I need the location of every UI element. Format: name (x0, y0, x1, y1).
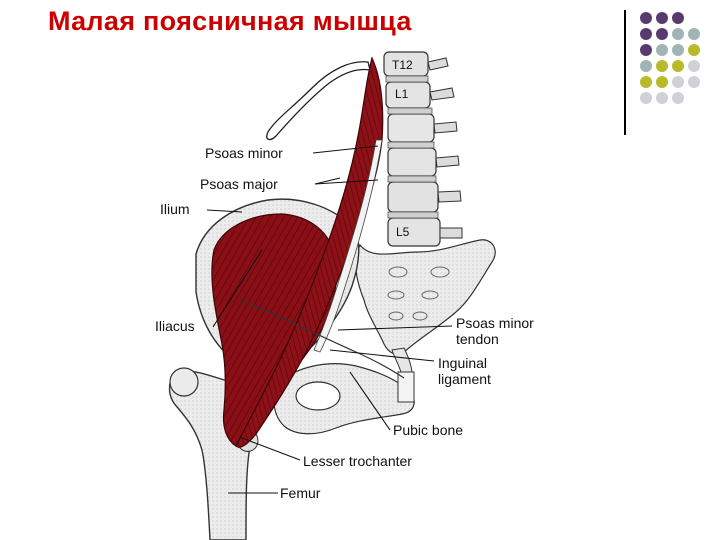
decor-dot (656, 12, 668, 24)
decor-dot (640, 60, 652, 72)
label-lesser-trochanter: Lesser trochanter (303, 453, 412, 469)
intervertebral-discs (385, 75, 439, 219)
decor-dot (640, 76, 652, 88)
label-inguinal-line2: ligament (438, 371, 491, 387)
transverse-processes (427, 57, 463, 239)
decor-dot (672, 92, 684, 104)
label-pubic-bone: Pubic bone (393, 422, 463, 438)
decor-dot (688, 28, 700, 40)
pelvic-bone-lower (273, 363, 415, 435)
psoas-minor-strand (266, 61, 371, 141)
decor-dot (672, 12, 684, 24)
decor-dot (672, 28, 684, 40)
label-inguinal-line1: Inguinal (438, 355, 487, 371)
decor-dot (688, 60, 700, 72)
label-psoas-minor: Psoas minor (205, 145, 283, 161)
decor-dot (672, 60, 684, 72)
decor-dot (656, 44, 668, 56)
label-psoas-major: Psoas major (200, 176, 278, 192)
slide-title: Малая поясничная мышца (48, 6, 412, 36)
vertebra-label-t12: T12 (392, 58, 413, 72)
label-psoas-minor-tendon-line1: Psoas minor (456, 315, 534, 331)
decor-dot (688, 44, 700, 56)
decorative-dot-grid (624, 10, 720, 135)
label-psoas-minor-tendon-line2: tendon (456, 331, 499, 347)
vertebra-label-l1: L1 (395, 87, 409, 101)
inguinal-ligament-line (239, 299, 405, 379)
femoral-head (169, 367, 199, 397)
decor-dot (640, 44, 652, 56)
decor-dot (656, 76, 668, 88)
pubic-symphysis (397, 371, 415, 403)
decor-dot (688, 76, 700, 88)
obturator-foramen (295, 381, 341, 411)
decor-dot (672, 44, 684, 56)
decor-dot (640, 92, 652, 104)
label-ilium: Ilium (160, 201, 190, 217)
label-iliacus: Iliacus (155, 318, 195, 334)
vertebra-label-l5: L5 (396, 225, 410, 239)
decor-dot (656, 28, 668, 40)
decor-dot (640, 12, 652, 24)
decor-dot (672, 76, 684, 88)
psoas-minor-tendon-band (313, 139, 383, 353)
sacral-foramina (387, 266, 450, 321)
label-femur: Femur (280, 485, 321, 501)
decor-dot (640, 28, 652, 40)
leader-lines (206, 145, 453, 494)
sacrum (355, 239, 496, 356)
decor-divider (624, 10, 626, 135)
lumbar-vertebrae (383, 51, 441, 247)
decor-dot (656, 92, 668, 104)
decor-dot (656, 60, 668, 72)
